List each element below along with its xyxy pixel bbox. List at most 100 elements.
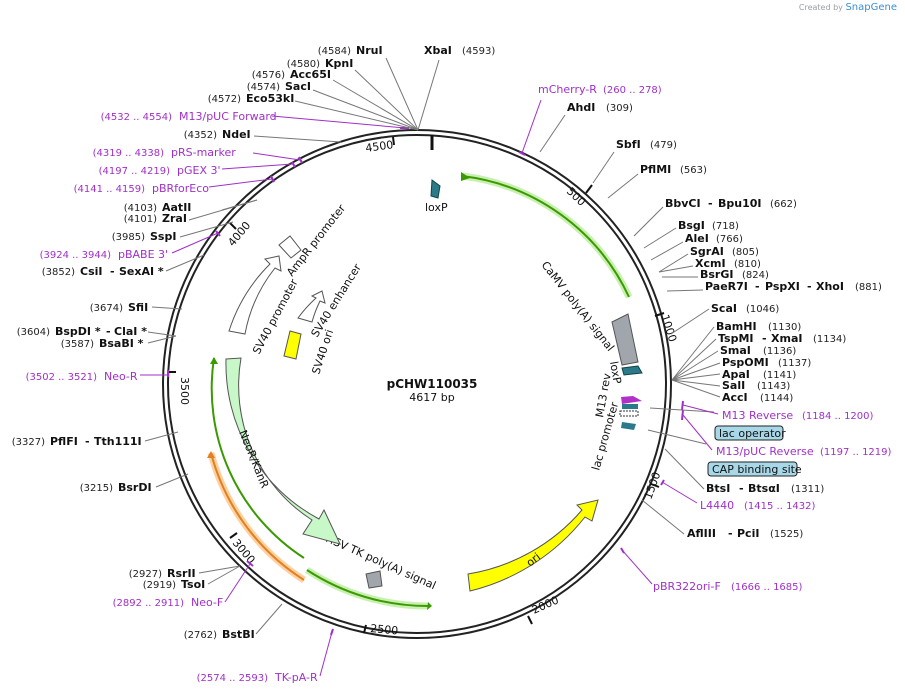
primer-tk-pa-r[interactable]: (2574 .. 2593)TK-pA-R [197, 671, 318, 684]
loxp-top-arrow[interactable] [430, 179, 441, 199]
enzyme-label-smai[interactable]: SmaI(1136) [720, 344, 796, 357]
enzyme-label-rsrii[interactable]: (2927)RsrII [129, 567, 196, 580]
leader-bspdi [147, 331, 177, 337]
enzyme-name2: PciI [737, 527, 759, 540]
primer-l4440[interactable]: L4440(1415 .. 1432) [700, 499, 816, 512]
sv40-enhancer-arrow[interactable] [297, 290, 326, 323]
m13rev-marker[interactable] [621, 396, 642, 404]
enzyme-label-bsrgi[interactable]: BsrGI(824) [700, 268, 769, 281]
enzyme-label-bsrdi[interactable]: (3215)BsrDI [80, 481, 152, 494]
enzyme-name: XbaI [424, 44, 452, 57]
enzyme-label-acci[interactable]: AccI(1144) [722, 391, 793, 404]
primer-m13-puc-forward[interactable]: (4532 .. 4554)M13/pUC Forward [101, 110, 277, 123]
primer-pos: (2574 .. 2593) [197, 673, 269, 684]
left-enzyme-labels: (4584)NruI (4580)KpnI (4576)Acc65I (4574… [12, 44, 383, 641]
primer-pos: (3502 .. 3521) [26, 372, 98, 383]
enzyme-label-eco53ki[interactable]: (4572)Eco53kI [208, 92, 295, 105]
enzyme-label-kpni[interactable]: (4580)KpnI [287, 57, 354, 70]
enzyme-name2: PspXI [765, 280, 800, 293]
enzyme-label-bspdi[interactable]: (3604)BspDI *-ClaI * [17, 325, 147, 338]
enzyme-pos: (1134) [813, 334, 846, 345]
enzyme-label-apai[interactable]: ApaI(1141) [722, 368, 796, 381]
enzyme-label-tspmi[interactable]: TspMI-XmaI(1134) [718, 332, 846, 345]
enzyme-label-sspi[interactable]: (3985)SspI [112, 230, 177, 243]
enzyme-sep: - [85, 435, 90, 448]
enzyme-pos: (766) [716, 234, 743, 245]
enzyme-label-scai[interactable]: ScaI(1046) [711, 302, 779, 315]
enzyme-name3: XhoI [816, 280, 844, 293]
camv-polya-halo [461, 172, 633, 299]
primer-leader [252, 152, 301, 161]
enzyme-label-bsabi[interactable]: (3587)BsaBI * [61, 337, 144, 350]
enzyme-label-bstbi[interactable]: (2762)BstBI [184, 628, 255, 641]
sv40-promoter-arrow[interactable] [228, 255, 282, 335]
enzyme-label-aatii[interactable]: (4103)AatII [124, 201, 192, 214]
primer-m13-reverse[interactable]: M13 Reverse(1184 .. 1200) [722, 409, 874, 422]
primer-pbrforeco[interactable]: (4141 .. 4159)pBRforEco [74, 182, 210, 195]
enzyme-label-bamhi[interactable]: BamHI(1130) [716, 320, 801, 333]
ori-arrow[interactable] [467, 499, 599, 592]
enzyme-label-xcmi[interactable]: XcmI(810) [695, 257, 761, 270]
cap-site-box[interactable]: CAP binding site [707, 461, 802, 477]
enzyme-label-bbvci[interactable]: BbvCI-Bpu10I(662) [665, 197, 797, 210]
primer-name: pRS-marker [171, 146, 236, 159]
enzyme-label-ahdi[interactable]: AhdI(309) [567, 101, 633, 114]
enzyme-label-saci[interactable]: (4574)SacI [247, 80, 311, 93]
lac-promoter-marker[interactable] [619, 410, 639, 417]
enzyme-label-paer7i[interactable]: PaeR7I-PspXI-XhoI(881) [705, 280, 882, 293]
hsv-arrowhead[interactable] [427, 602, 432, 610]
enzyme-label-pflfi[interactable]: (3327)PflFI-Tth111I [12, 435, 142, 448]
primer-leader [271, 115, 406, 129]
primer-pos: (260 .. 278) [603, 85, 662, 96]
neor-green-arrowhead[interactable] [210, 357, 218, 364]
enzyme-label-tsoi[interactable]: (2919)TsoI [143, 578, 206, 591]
enzyme-pos: (3604) [17, 327, 50, 338]
ampr-promoter-arrow[interactable] [278, 235, 302, 259]
enzyme-label-alei[interactable]: AleI(766) [685, 232, 743, 245]
enzyme-label-bsgi[interactable]: BsgI(718) [678, 219, 739, 232]
leader-sbfi [592, 151, 615, 184]
lac-operator-marker[interactable] [622, 404, 638, 409]
enzyme-label-sgrai[interactable]: SgrAI(805) [690, 245, 759, 258]
enzyme-sep2: - [807, 280, 812, 293]
enzyme-pos: (4584) [318, 46, 351, 57]
enzyme-label-zrai[interactable]: (4101)ZraI [124, 212, 187, 225]
orange-arrowhead[interactable] [207, 451, 215, 458]
primer-m13-puc-reverse[interactable]: M13/pUC Reverse(1197 .. 1219) [716, 445, 892, 458]
loxp-mid-arrow[interactable] [621, 365, 643, 376]
primer-mcherry-r[interactable]: mCherry-R(260 .. 278) [538, 83, 662, 96]
leader-tspmi [671, 338, 717, 381]
enzyme-name: NdeI [222, 128, 251, 141]
enzyme-label-afliii[interactable]: AflIII-PciI(1525) [687, 527, 803, 540]
primer-pbabe-3[interactable]: (3924 .. 3944)pBABE 3' [40, 248, 169, 261]
neor-arrow[interactable] [225, 357, 341, 545]
enzyme-label-ndei[interactable]: (4352)NdeI [184, 128, 251, 141]
right-enzyme-labels: AhdI(309) SbfI(479) PflMI(563) BbvCI-Bpu… [567, 101, 882, 540]
enzyme-label-pspomi[interactable]: PspOMI(1137) [722, 356, 811, 369]
enzyme-label-acc65i[interactable]: (4576)Acc65I [252, 68, 331, 81]
enzyme-name: RsrII [167, 567, 196, 580]
primer-prs-marker[interactable]: (4319 .. 4338)pRS-marker [93, 146, 237, 159]
camv-arrowhead[interactable] [461, 172, 470, 181]
primer-pgex-3[interactable]: (4197 .. 4219)pGEX 3' [99, 164, 221, 177]
enzyme-label-sbfi[interactable]: SbfI(479) [616, 138, 677, 151]
enzyme-label-pflmi[interactable]: PflMI(563) [640, 163, 707, 176]
hsv-polya-box[interactable] [365, 570, 383, 589]
neor-green-line [210, 357, 305, 559]
primer-neo-f[interactable]: (2892 .. 2911)Neo-F [113, 596, 224, 609]
lac-operator-box[interactable]: lac operator [714, 425, 786, 441]
enzyme-label-xbai[interactable]: XbaI (4593) [424, 44, 495, 57]
primer-pbr322ori-f[interactable]: pBR322ori-F(1666 .. 1685) [653, 580, 803, 593]
enzyme-label-sali[interactable]: SalI(1143) [722, 379, 790, 392]
enzyme-label-csii[interactable]: (3852)CsiI-SexAI * [42, 265, 164, 278]
primer-labels: mCherry-R(260 .. 278) M13 Reverse(1184 .… [26, 83, 892, 684]
enzyme-label-btsi[interactable]: BtsI-BtsαI(1311) [706, 482, 824, 495]
enzyme-label-nrui[interactable]: (4584)NruI [318, 44, 383, 57]
primer-neo-r[interactable]: (3502 .. 3521)Neo-R [26, 370, 138, 383]
enzyme-name: BsrDI [118, 481, 152, 494]
cap-site-marker[interactable] [621, 422, 636, 430]
polya-right-box[interactable] [611, 313, 639, 366]
enzyme-pos: (881) [855, 282, 882, 293]
enzyme-label-sfii[interactable]: (3674)SfiI [90, 301, 148, 314]
sv40-ori-box[interactable] [283, 330, 302, 360]
